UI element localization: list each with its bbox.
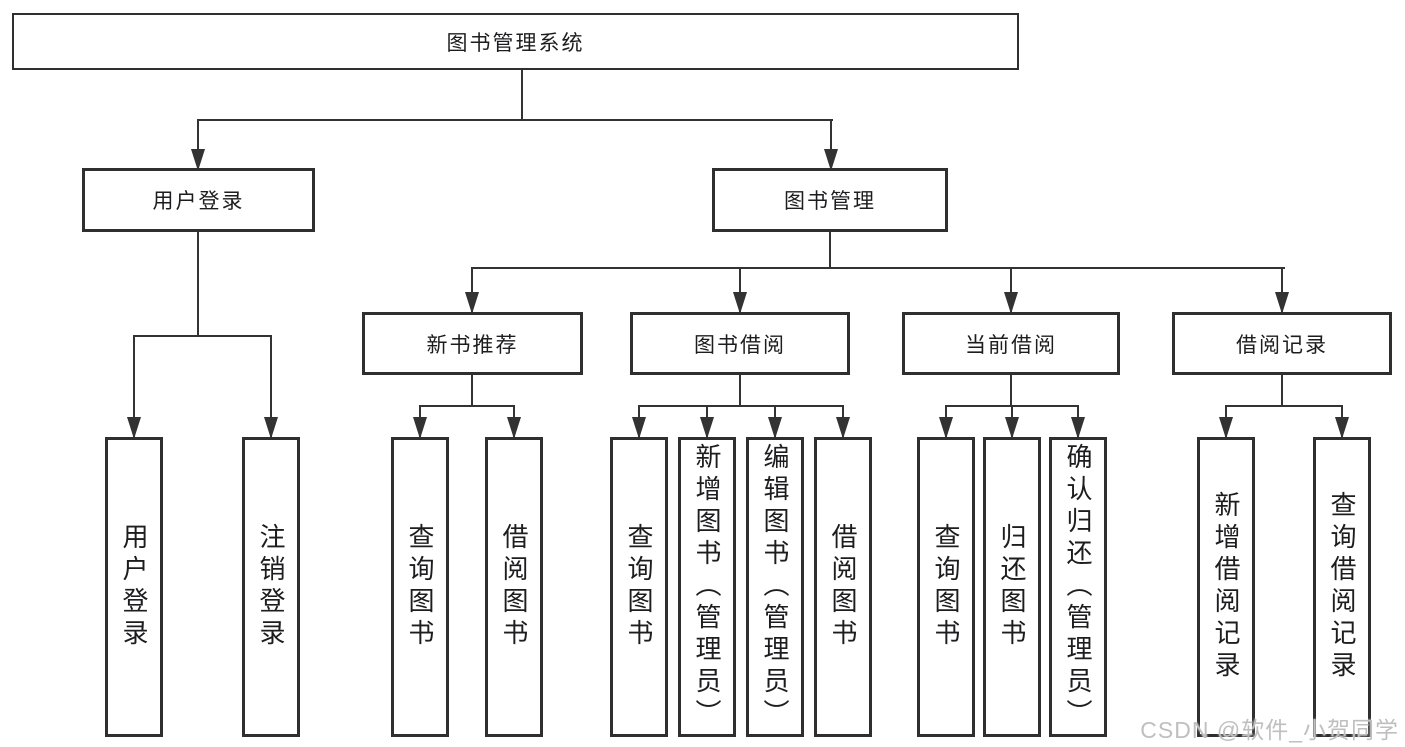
node-current-borrowing: 当前借阅 bbox=[902, 312, 1120, 375]
node-leaf-return-book: 归还图书 bbox=[983, 437, 1041, 737]
leaf-label: 注销登录 bbox=[256, 523, 286, 651]
arrow-down-icon bbox=[191, 149, 205, 171]
arrow-down-icon bbox=[824, 149, 838, 171]
connector-line bbox=[739, 268, 741, 312]
arrow-down-icon bbox=[1335, 417, 1349, 439]
node-leaf-borrow-books-2: 借阅图书 bbox=[814, 437, 872, 737]
watermark-text: CSDN @软件_小贺同学 bbox=[1140, 717, 1399, 743]
node-leaf-query-books-2: 查询图书 bbox=[610, 437, 668, 737]
connector-line bbox=[1010, 375, 1012, 406]
arrow-down-icon bbox=[632, 417, 646, 439]
node-leaf-confirm-return-admin: 确认归还（管理员） bbox=[1049, 437, 1107, 737]
node-library-management-system: 图书管理系统 bbox=[12, 13, 1019, 70]
leaf-label: 借阅图书 bbox=[499, 523, 529, 651]
connector-line bbox=[638, 405, 844, 407]
node-leaf-user-login: 用户登录 bbox=[105, 437, 163, 737]
arrow-down-icon bbox=[413, 417, 427, 439]
node-book-borrowing: 图书借阅 bbox=[630, 312, 850, 375]
leaf-label: 查询图书 bbox=[931, 523, 961, 651]
arrow-down-icon bbox=[465, 292, 479, 314]
connector-line bbox=[133, 335, 272, 337]
connector-line bbox=[739, 375, 741, 406]
arrow-down-icon bbox=[507, 417, 521, 439]
arrow-down-icon bbox=[1005, 417, 1019, 439]
connector-line bbox=[471, 267, 1285, 269]
connector-line bbox=[471, 268, 473, 312]
connector-line bbox=[830, 120, 832, 168]
leaf-label: 新增借阅记录 bbox=[1211, 491, 1241, 683]
connector-line bbox=[1281, 268, 1283, 312]
leaf-label: 查询图书 bbox=[624, 523, 654, 651]
connector-line bbox=[1225, 405, 1343, 407]
connector-line bbox=[471, 375, 473, 406]
connector-line bbox=[197, 120, 199, 168]
connector-line bbox=[197, 232, 199, 336]
arrow-down-icon bbox=[127, 417, 141, 439]
arrow-down-icon bbox=[1219, 417, 1233, 439]
leaf-label: 用户登录 bbox=[119, 523, 149, 651]
leaf-label: 编辑图书（管理员） bbox=[760, 443, 790, 731]
connector-line bbox=[197, 119, 833, 121]
arrow-down-icon bbox=[1004, 292, 1018, 314]
arrow-down-icon bbox=[264, 417, 278, 439]
node-leaf-edit-book-admin: 编辑图书（管理员） bbox=[746, 437, 804, 737]
node-user-login: 用户登录 bbox=[82, 168, 315, 232]
connector-line bbox=[829, 232, 831, 268]
node-book-management: 图书管理 bbox=[712, 168, 948, 232]
connector-line bbox=[419, 405, 515, 407]
arrow-down-icon bbox=[1275, 292, 1289, 314]
node-leaf-logout: 注销登录 bbox=[242, 437, 300, 737]
connector-line bbox=[133, 336, 135, 437]
leaf-label: 查询借阅记录 bbox=[1327, 491, 1357, 683]
arrow-down-icon bbox=[939, 417, 953, 439]
connector-line bbox=[521, 70, 523, 120]
leaf-label: 新增图书（管理员） bbox=[692, 443, 722, 731]
leaf-label: 查询图书 bbox=[405, 523, 435, 651]
node-leaf-query-books-1: 查询图书 bbox=[391, 437, 449, 737]
node-leaf-add-book-admin: 新增图书（管理员） bbox=[678, 437, 736, 737]
connector-line bbox=[270, 336, 272, 437]
node-borrowing-records: 借阅记录 bbox=[1172, 312, 1392, 375]
node-leaf-query-borrow-record: 查询借阅记录 bbox=[1313, 437, 1371, 737]
connector-line bbox=[1010, 268, 1012, 312]
connector-line bbox=[1281, 375, 1283, 406]
arrow-down-icon bbox=[768, 417, 782, 439]
leaf-label: 借阅图书 bbox=[828, 523, 858, 651]
leaf-label: 确认归还（管理员） bbox=[1063, 443, 1093, 731]
arrow-down-icon bbox=[733, 292, 747, 314]
node-leaf-query-books-3: 查询图书 bbox=[917, 437, 975, 737]
node-leaf-add-borrow-record: 新增借阅记录 bbox=[1197, 437, 1255, 737]
arrow-down-icon bbox=[700, 417, 714, 439]
node-leaf-borrow-books-1: 借阅图书 bbox=[485, 437, 543, 737]
arrow-down-icon bbox=[1071, 417, 1085, 439]
node-new-book-recommendation: 新书推荐 bbox=[362, 312, 583, 375]
arrow-down-icon bbox=[836, 417, 850, 439]
leaf-label: 归还图书 bbox=[997, 523, 1027, 651]
